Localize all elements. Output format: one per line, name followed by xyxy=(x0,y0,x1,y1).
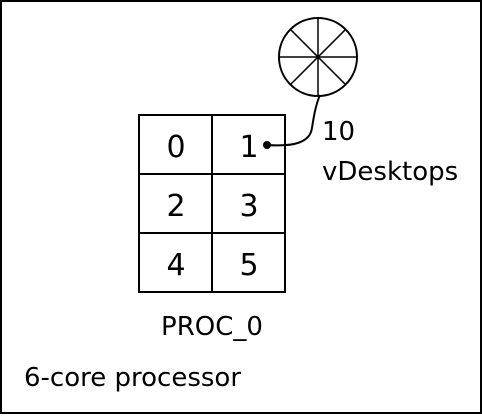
core-label-3: 3 xyxy=(239,189,258,224)
core-label-2: 2 xyxy=(166,189,185,224)
core-grid: 0 1 2 3 4 5 xyxy=(138,114,286,293)
core-label-5: 5 xyxy=(239,248,258,283)
connector-line xyxy=(266,94,321,147)
vdesktop-label: vDesktops xyxy=(322,157,458,187)
processor-label: 6-core processor xyxy=(24,363,241,393)
proc-name: PROC_0 xyxy=(161,312,263,342)
vdesktop-pie xyxy=(278,17,358,97)
core-label-0: 0 xyxy=(166,130,185,165)
vdesktop-count: 10 xyxy=(322,117,355,147)
core-label-1: 1 xyxy=(239,130,258,165)
core-label-4: 4 xyxy=(166,248,185,283)
vdesktop-pie-divider xyxy=(289,28,347,86)
